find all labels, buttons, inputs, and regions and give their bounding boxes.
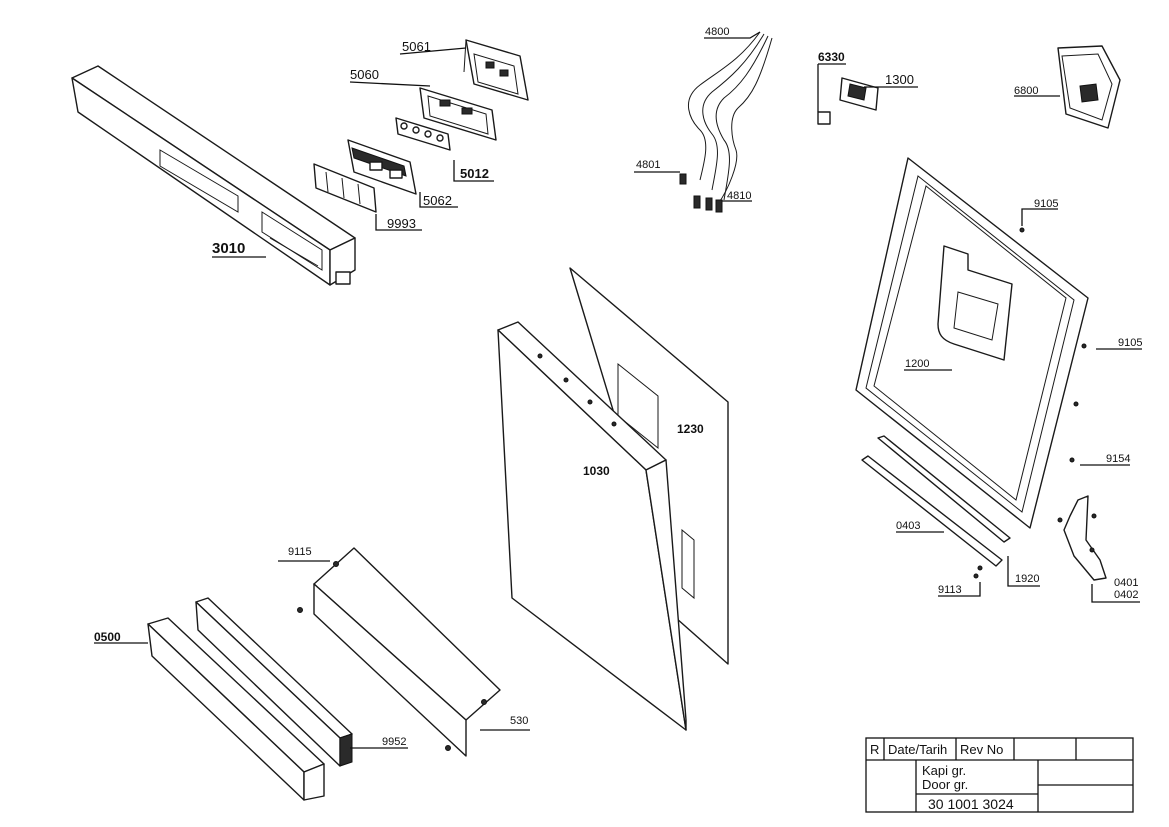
- title-block-drawing-no: 30 1001 3024: [928, 796, 1014, 812]
- button-strip-9993-part: [313, 163, 377, 213]
- label-9105-top: 9105: [1034, 198, 1058, 210]
- display-board-5062-part: [347, 139, 417, 195]
- label-9105-right: 9105: [1118, 337, 1142, 349]
- gasket-9952-part: [195, 597, 353, 767]
- label-9154: 9154: [1106, 453, 1130, 465]
- control-panel-part: [71, 65, 356, 286]
- bracket-530-part: [297, 547, 501, 757]
- label-530: 530: [510, 715, 528, 727]
- label-0402: 0402: [1114, 589, 1138, 601]
- label-3010: 3010: [212, 240, 245, 257]
- cable-harness-part: [679, 31, 773, 213]
- label-5062: 5062: [423, 193, 452, 208]
- buttons-5012-part: [395, 117, 451, 151]
- hinge-part: [1057, 495, 1107, 581]
- label-9113: 9113: [938, 584, 962, 596]
- outer-door-1030-part: [497, 321, 687, 731]
- label-4810: 4810: [727, 190, 751, 202]
- label-9993: 9993: [387, 216, 416, 231]
- label-1300: 1300: [885, 72, 914, 87]
- label-9115: 9115: [288, 546, 312, 558]
- door-strip-1920-part: [861, 435, 1011, 567]
- dispenser-6800-part: [1057, 45, 1121, 129]
- label-5012: 5012: [460, 166, 489, 181]
- title-block-title-en: Door gr.: [922, 777, 968, 792]
- label-1200: 1200: [905, 358, 929, 370]
- module-5061-part: [463, 39, 529, 101]
- title-block-title-tr: Kapi gr.: [922, 763, 966, 778]
- part-labels: 5061 5060 5012 5062 9993 3010 4800 4801 …: [94, 26, 1142, 748]
- label-1920: 1920: [1015, 573, 1039, 585]
- label-1230: 1230: [677, 422, 704, 436]
- label-0500: 0500: [94, 630, 121, 644]
- leader-lines: [94, 31, 1142, 749]
- label-0401: 0401: [1114, 577, 1138, 589]
- title-block-rev: Rev No: [960, 742, 1003, 757]
- label-0403: 0403: [896, 520, 920, 532]
- plinth-0500-part: [147, 617, 325, 801]
- title-block-date: Date/Tarih: [888, 742, 947, 757]
- title-block-r: R: [870, 742, 879, 757]
- title-block: R Date/Tarih Rev No Kapi gr. Door gr. 30…: [865, 737, 1134, 813]
- label-4801: 4801: [636, 159, 660, 171]
- label-9952: 9952: [382, 736, 406, 748]
- label-5061: 5061: [402, 39, 431, 54]
- label-1030: 1030: [583, 464, 610, 478]
- door-lock-part: [817, 77, 879, 125]
- inner-door-1200-part: [855, 157, 1089, 529]
- label-5060: 5060: [350, 67, 379, 82]
- screws-part: [973, 227, 1087, 579]
- module-5060-part: [419, 87, 497, 141]
- label-4800: 4800: [705, 26, 729, 38]
- label-6800: 6800: [1014, 85, 1038, 97]
- label-6330: 6330: [818, 50, 845, 64]
